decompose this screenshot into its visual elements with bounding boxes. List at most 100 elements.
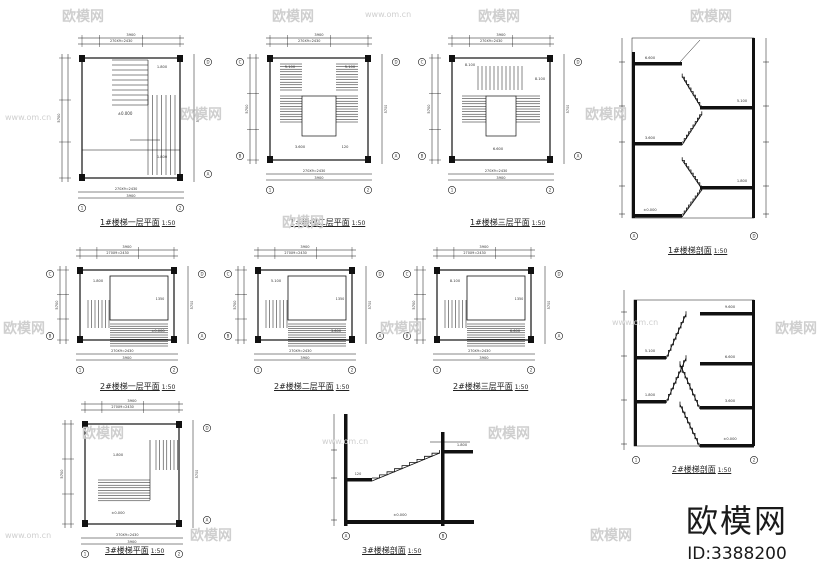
stair-soffit bbox=[681, 159, 703, 190]
dim-text: 3900 bbox=[127, 399, 137, 403]
dim-text: 5700 bbox=[427, 104, 431, 114]
dim-text: 270X9=2430 bbox=[298, 39, 320, 43]
dim-text: 270X9=2430 bbox=[289, 349, 311, 353]
dim-text: 5700 bbox=[190, 301, 194, 310]
stair-flight bbox=[679, 401, 700, 445]
elevation-label: 6.600 bbox=[510, 329, 521, 333]
grid-axis-label: B bbox=[421, 154, 424, 159]
elevation-label: 3.600 bbox=[295, 145, 306, 149]
stair-soffit bbox=[665, 314, 687, 360]
stair-flight bbox=[372, 450, 440, 479]
grid-axis-bubble bbox=[448, 186, 456, 194]
grid-axis-bubble bbox=[546, 186, 554, 194]
elevation-label: 9.600 bbox=[725, 305, 736, 309]
watermark-logo: 欧模网 bbox=[62, 9, 104, 25]
dim-text: 5700 bbox=[55, 300, 59, 310]
dim-text: 270X9=2430 bbox=[468, 349, 490, 353]
column bbox=[171, 336, 177, 343]
grid-axis-bubble bbox=[204, 170, 212, 178]
elevation-label: 1.800 bbox=[157, 65, 168, 69]
grid-axis-label: 2 bbox=[530, 368, 533, 373]
dim-text: 3900 bbox=[496, 33, 506, 37]
grid-axis-bubble bbox=[170, 366, 178, 374]
floor-slab bbox=[632, 62, 682, 66]
elevation-label: 1.800 bbox=[737, 179, 748, 183]
watermark-logo: 欧模网 bbox=[180, 107, 222, 123]
stair-well bbox=[485, 95, 517, 137]
stair-well bbox=[287, 275, 347, 321]
dim-text: 270X9=2430 bbox=[111, 349, 133, 353]
grid-axis-label: A bbox=[379, 334, 382, 339]
grid-axis-label: D bbox=[576, 60, 579, 65]
dim-text: 5700 bbox=[233, 300, 237, 310]
dim-text: 3900 bbox=[479, 356, 489, 360]
grid-axis-bubble bbox=[555, 270, 563, 278]
grid-axis-bubble bbox=[81, 550, 89, 558]
stair-well bbox=[466, 275, 526, 321]
stair-flight bbox=[682, 111, 703, 143]
stair-soffit bbox=[679, 404, 701, 448]
dim-text: 270X9=2430 bbox=[485, 169, 507, 173]
elevation-label: 1.800 bbox=[645, 393, 656, 397]
elevation-label: 5.100 bbox=[345, 65, 356, 69]
column bbox=[349, 267, 355, 274]
elevation-label: 8.100 bbox=[450, 279, 461, 283]
grid-axis-label: D bbox=[206, 60, 209, 65]
column bbox=[449, 55, 455, 62]
column bbox=[255, 267, 261, 274]
grid-axis-label: C bbox=[239, 60, 242, 65]
floor-slab bbox=[700, 312, 754, 316]
dim-text: 270X9=2430 bbox=[463, 251, 485, 255]
section-wall bbox=[344, 414, 348, 526]
stair-flight bbox=[679, 361, 700, 407]
watermark-logo: 欧模网 bbox=[380, 321, 422, 337]
dim-text: 5700 bbox=[412, 300, 416, 310]
elevation-label: 3.600 bbox=[331, 329, 342, 333]
dim-text: 1350 bbox=[156, 297, 165, 301]
elevation-label: 8.100 bbox=[465, 63, 476, 67]
elevation-label: 8.100 bbox=[535, 77, 546, 81]
landing-slab bbox=[344, 478, 372, 482]
grid-axis-bubble bbox=[403, 270, 411, 278]
grid-axis-label: B bbox=[442, 534, 445, 539]
dim-text: 1350 bbox=[515, 297, 524, 301]
grid-axis-label: B bbox=[227, 334, 230, 339]
floor-slab bbox=[632, 142, 682, 146]
grid-axis-bubble bbox=[630, 232, 638, 240]
elevation-label: 1.800 bbox=[157, 155, 168, 159]
grid-axis-label: A bbox=[345, 534, 348, 539]
grid-axis-label: C bbox=[406, 272, 409, 277]
grid-axis-label: 1 bbox=[436, 368, 439, 373]
stair-well bbox=[109, 275, 169, 321]
watermark-logo: 欧模网 bbox=[272, 9, 314, 25]
elevation-label: ±0.000 bbox=[151, 329, 165, 333]
dim-text: 1350 bbox=[336, 297, 345, 301]
grid-axis-label: D bbox=[378, 272, 381, 277]
elevation-label: 6.600 bbox=[725, 355, 736, 359]
grid-axis-bubble bbox=[555, 332, 563, 340]
watermark-logo: 欧模网 bbox=[690, 9, 732, 25]
column bbox=[267, 156, 273, 163]
elevation-label: ±0.000 bbox=[393, 513, 407, 517]
grid-axis-bubble bbox=[750, 232, 758, 240]
stair-wall-outline bbox=[81, 57, 181, 179]
section-wall bbox=[634, 300, 637, 446]
grid-axis-bubble bbox=[392, 152, 400, 160]
column bbox=[77, 336, 83, 343]
grid-axis-bubble bbox=[175, 550, 183, 558]
section-wall bbox=[441, 432, 445, 526]
grid-axis-bubble bbox=[348, 366, 356, 374]
column bbox=[547, 156, 553, 163]
grid-axis-bubble bbox=[376, 270, 384, 278]
elevation-label: 6.600 bbox=[493, 147, 504, 151]
grid-axis-bubble bbox=[439, 532, 447, 540]
column bbox=[177, 55, 183, 62]
watermark-url: www.om.cn bbox=[322, 437, 369, 446]
column bbox=[176, 520, 182, 527]
